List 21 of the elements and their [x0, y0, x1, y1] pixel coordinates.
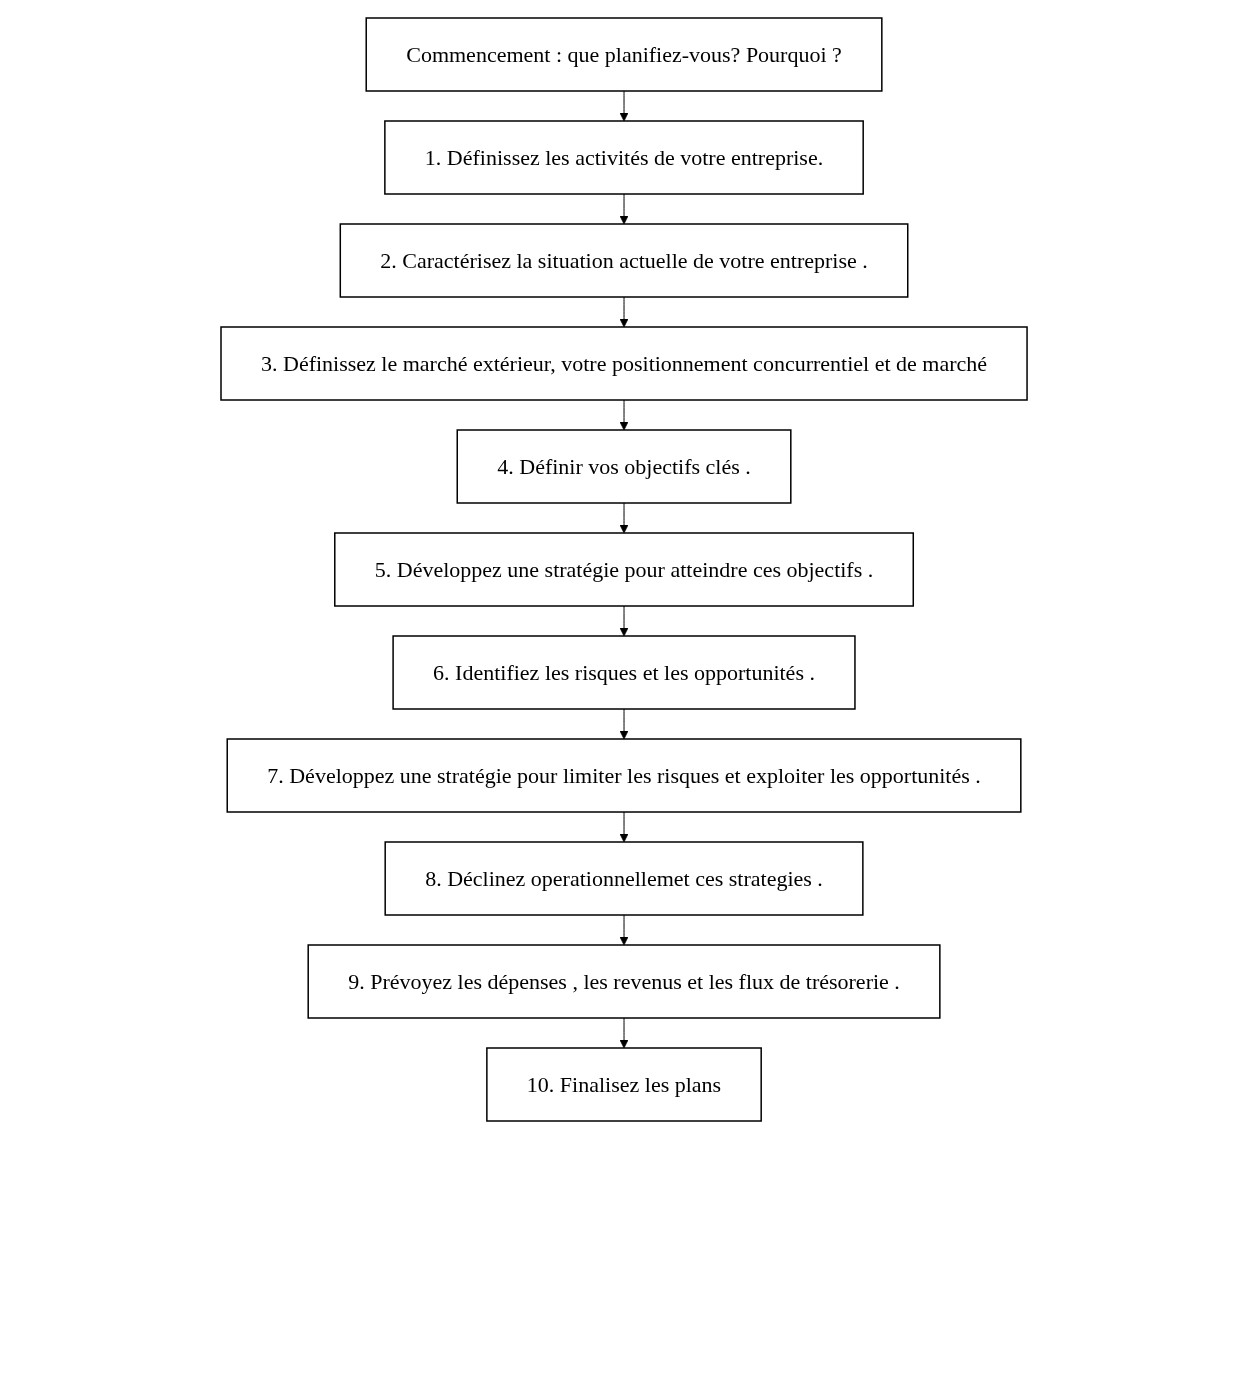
- arrow: [620, 296, 629, 328]
- arrow: [620, 90, 629, 122]
- node-box: 5. Développez une stratégie pour atteindre ces objectifs .: [334, 532, 915, 607]
- node-box: 9. Prévoyez les dépenses , les revenus et les flux de trésorerie .: [307, 944, 942, 1019]
- arrow: [620, 1017, 629, 1049]
- arrow: [620, 502, 629, 534]
- arrow: [620, 914, 629, 946]
- node-box: 8. Déclinez operationnellemet ces strategies .: [384, 841, 865, 916]
- node-box: 10. Finalisez les plans: [486, 1047, 763, 1122]
- arrow: [620, 811, 629, 843]
- node-box: 7. Développez une stratégie pour limiter les risques et exploiter les opportunités .: [226, 738, 1023, 813]
- node-box: Commencement : que planifiez-vous? Pourquoi ?: [365, 17, 884, 92]
- node-box: 3. Définissez le marché extérieur, votre positionnement concurrentiel et de marché: [220, 326, 1029, 401]
- node-box: 2. Caractérisez la situation actuelle de votre entreprise .: [340, 223, 909, 298]
- arrow: [620, 708, 629, 740]
- arrow: [620, 193, 629, 225]
- node-box: 1. Définissez les activités de votre entreprise.: [384, 120, 865, 195]
- arrow: [620, 605, 629, 637]
- arrow: [620, 399, 629, 431]
- node-box: 6. Identifiez les risques et les opportunités .: [392, 635, 857, 710]
- node-box: 4. Définir vos objectifs clés .: [456, 429, 792, 504]
